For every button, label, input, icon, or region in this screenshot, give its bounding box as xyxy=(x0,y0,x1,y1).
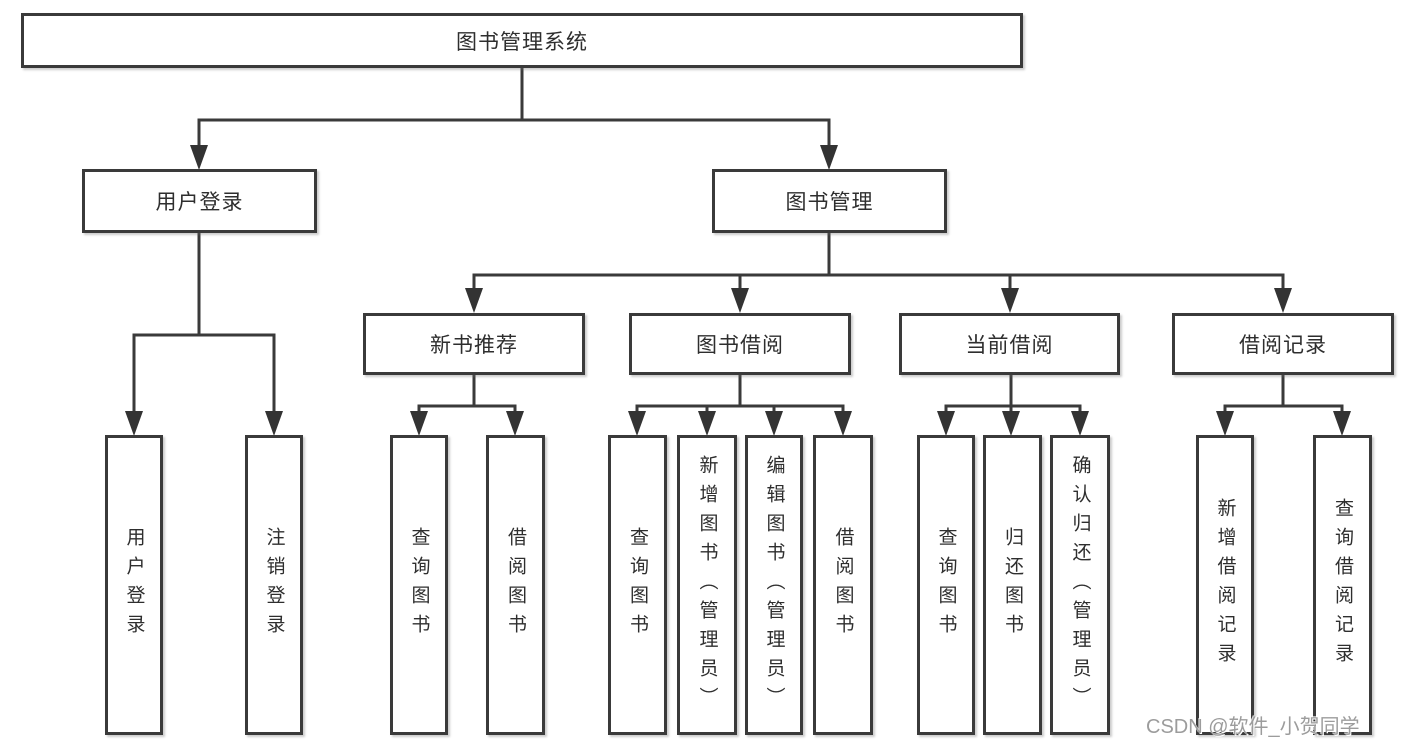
leaf-borrow-books-1: 借阅图书 xyxy=(486,435,545,735)
leaf-query-books-3-label: 查询图书 xyxy=(935,527,957,643)
leaf-query-borrow-record-label: 查询借阅记录 xyxy=(1332,498,1353,672)
leaf-add-borrow-record-label: 新增借阅记录 xyxy=(1214,498,1236,672)
node-library-management-system: 图书管理系统 xyxy=(21,13,1023,68)
leaf-return-books: 归还图书 xyxy=(983,435,1042,735)
leaf-add-book-admin-label: 新增图书（管理员） xyxy=(696,454,718,716)
leaf-logout-label: 注销登录 xyxy=(263,527,285,643)
node-user-login: 用户登录 xyxy=(82,169,317,233)
leaf-logout: 注销登录 xyxy=(245,435,303,735)
leaf-add-borrow-record: 新增借阅记录 xyxy=(1196,435,1254,735)
leaf-query-books-2: 查询图书 xyxy=(608,435,667,735)
leaf-return-books-label: 归还图书 xyxy=(1002,527,1023,643)
leaf-add-book-admin: 新增图书（管理员） xyxy=(677,435,737,735)
node-current-borrowing: 当前借阅 xyxy=(899,313,1120,375)
leaf-query-books-1: 查询图书 xyxy=(390,435,448,735)
leaf-user-login: 用户登录 xyxy=(105,435,163,735)
leaf-confirm-return-admin-label: 确认归还（管理员） xyxy=(1069,454,1091,716)
leaf-borrow-books-2: 借阅图书 xyxy=(813,435,873,735)
leaf-borrow-books-1-label: 借阅图书 xyxy=(505,527,526,643)
node-book-management: 图书管理 xyxy=(712,169,947,233)
leaf-user-login-label: 用户登录 xyxy=(123,527,145,643)
leaf-edit-book-admin-label: 编辑图书（管理员） xyxy=(763,454,785,716)
leaf-confirm-return-admin: 确认归还（管理员） xyxy=(1050,435,1110,735)
leaf-query-books-3: 查询图书 xyxy=(917,435,975,735)
leaf-query-books-1-label: 查询图书 xyxy=(408,527,430,643)
leaf-query-books-2-label: 查询图书 xyxy=(627,527,648,643)
leaf-edit-book-admin: 编辑图书（管理员） xyxy=(745,435,803,735)
leaf-borrow-books-2-label: 借阅图书 xyxy=(832,527,854,643)
node-book-borrowing: 图书借阅 xyxy=(629,313,851,375)
node-borrowing-records: 借阅记录 xyxy=(1172,313,1394,375)
csdn-watermark: CSDN @软件_小贺同学 xyxy=(1146,716,1360,738)
leaf-query-borrow-record: 查询借阅记录 xyxy=(1313,435,1372,735)
node-new-book-recommendation: 新书推荐 xyxy=(363,313,585,375)
